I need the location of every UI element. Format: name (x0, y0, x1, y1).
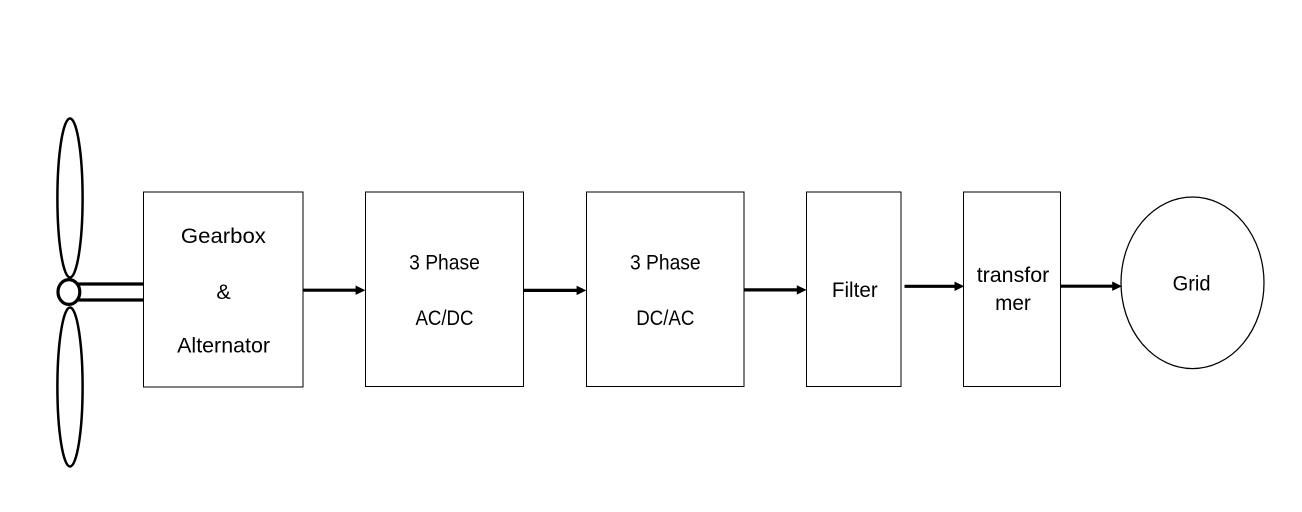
svg-text:Filter: Filter (832, 278, 878, 302)
svg-text:DC/AC: DC/AC (636, 306, 694, 330)
svg-text:Gearbox: Gearbox (181, 224, 266, 248)
svg-text:AC/DC: AC/DC (415, 306, 473, 330)
svg-text:transfor: transfor (977, 263, 1050, 287)
svg-text:3 Phase: 3 Phase (630, 251, 701, 275)
svg-text:Alternator: Alternator (177, 333, 270, 357)
svg-text:Grid: Grid (1173, 272, 1211, 296)
svg-text:3 Phase: 3 Phase (409, 251, 480, 275)
svg-text:mer: mer (995, 291, 1031, 315)
svg-text:&: & (216, 280, 230, 304)
